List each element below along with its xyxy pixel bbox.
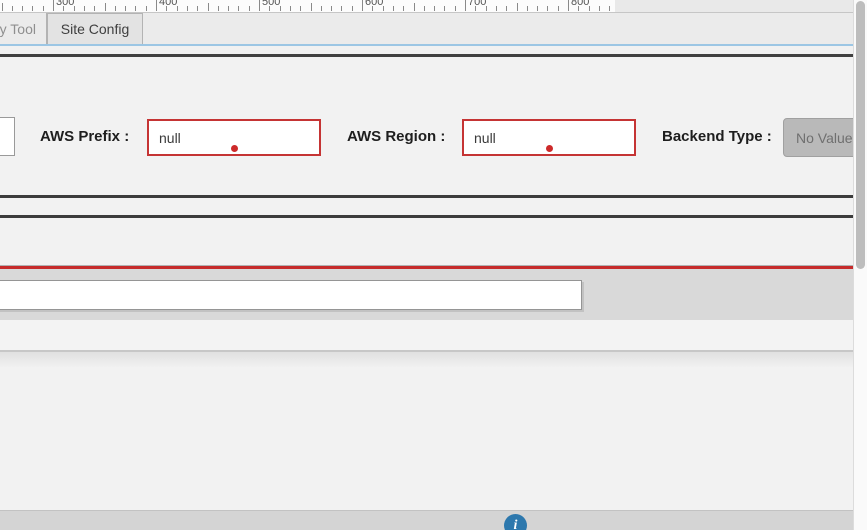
groove-divider	[0, 350, 853, 352]
gap-strip	[0, 46, 853, 54]
ruler-tick	[22, 6, 24, 11]
ruler-tick	[145, 6, 147, 11]
ruler-tick	[217, 6, 219, 11]
hairline	[0, 265, 853, 266]
ruler-tick	[114, 6, 116, 11]
ruler-tick	[372, 6, 374, 11]
ruler-tick-label: 800	[571, 0, 590, 8]
ruler-tick	[63, 6, 65, 11]
ruler-tick	[259, 0, 260, 11]
ruler-tick-label: 600	[365, 0, 384, 8]
ruler-tick	[506, 6, 508, 11]
divider-line	[0, 215, 853, 218]
ruler-tick	[444, 6, 446, 11]
ruler-tick	[413, 3, 415, 11]
ruler-tick	[588, 6, 590, 11]
ruler-tick-label: 500	[262, 0, 281, 8]
empty-panel	[0, 368, 853, 510]
scrollbar-thumb[interactable]	[856, 1, 865, 269]
ruler-tick	[207, 3, 209, 11]
info-icon[interactable]: i	[504, 514, 527, 530]
tab-site-config[interactable]: Site Config	[47, 13, 143, 44]
error-dot-icon	[546, 145, 553, 152]
vertical-scrollbar[interactable]	[853, 0, 867, 530]
ruler-tick	[578, 6, 580, 11]
ruler-tick	[238, 6, 240, 11]
ruler-tick	[104, 3, 106, 11]
ruler-tick-label: 400	[159, 0, 178, 8]
ruler-tick-label: 300	[56, 0, 75, 8]
ruler-tick	[495, 6, 497, 11]
ruler-tick	[475, 6, 477, 11]
ruler-tick	[382, 6, 384, 11]
light-strip	[0, 320, 853, 350]
error-dot-icon	[231, 145, 238, 152]
ruler-tick	[392, 6, 394, 11]
ruler-tick	[423, 6, 425, 11]
aws-prefix-field-wrap	[147, 119, 321, 156]
section-divider-top	[0, 54, 853, 57]
ruler-tick	[73, 6, 75, 11]
ruler-filler	[615, 0, 853, 13]
ruler-tick	[568, 0, 569, 11]
ruler-tick	[42, 6, 44, 11]
ruler-tick	[516, 3, 518, 11]
ruler-tick	[156, 0, 157, 11]
truncated-left-input[interactable]	[0, 117, 15, 156]
ruler-tick	[485, 6, 487, 11]
ruler-tick	[465, 0, 466, 11]
ruler-tick	[53, 0, 54, 11]
horizontal-ruler: 300 400 500 600 700 800	[0, 0, 615, 13]
tab-underline	[0, 44, 853, 46]
ruler-tick	[598, 6, 600, 11]
ruler-tick	[434, 6, 436, 11]
ruler-tick	[166, 6, 168, 11]
ruler-tick	[94, 6, 96, 11]
ruler-tick	[125, 6, 127, 11]
ruler-tick	[11, 6, 13, 11]
ruler-tick	[269, 6, 271, 11]
ruler-tick	[83, 6, 85, 11]
ruler-tick	[228, 6, 230, 11]
ruler-tick	[362, 0, 363, 11]
groove-shadow	[0, 352, 853, 368]
bottom-text-input[interactable]	[0, 280, 582, 310]
aws-prefix-label: AWS Prefix :	[40, 128, 130, 145]
ruler-tick	[320, 6, 322, 11]
ruler-tick	[300, 6, 302, 11]
ruler-tick	[557, 6, 559, 11]
ruler-tick	[341, 6, 343, 11]
info-glyph: i	[513, 517, 518, 530]
ruler-tick	[32, 6, 34, 11]
aws-region-label: AWS Region :	[347, 128, 446, 145]
backend-type-label: Backend Type :	[662, 128, 772, 145]
ruler-tick	[135, 6, 137, 11]
ruler-tick	[331, 6, 333, 11]
ruler-tick-label: 700	[468, 0, 487, 8]
tab-query-tool[interactable]: y Tool	[0, 13, 47, 44]
ruler-tick	[176, 6, 178, 11]
divider-line	[0, 195, 853, 198]
ruler-tick	[197, 6, 199, 11]
red-divider-line	[0, 266, 853, 269]
ruler-tick	[454, 6, 456, 11]
tab-bar: y Tool Site Config	[0, 13, 853, 44]
footer-bar	[0, 510, 853, 530]
ruler-tick	[547, 6, 549, 11]
ruler-tick	[186, 6, 188, 11]
ruler-tick	[310, 3, 312, 11]
ruler-tick	[248, 6, 250, 11]
ruler-tick	[609, 6, 611, 11]
ruler-tick	[537, 6, 539, 11]
ruler-tick	[279, 6, 281, 11]
ruler-tick	[403, 6, 405, 11]
ruler-tick	[1, 3, 3, 11]
aws-region-field-wrap	[462, 119, 636, 156]
ruler-tick	[289, 6, 291, 11]
ruler-tick	[526, 6, 528, 11]
ruler-tick	[351, 6, 353, 11]
